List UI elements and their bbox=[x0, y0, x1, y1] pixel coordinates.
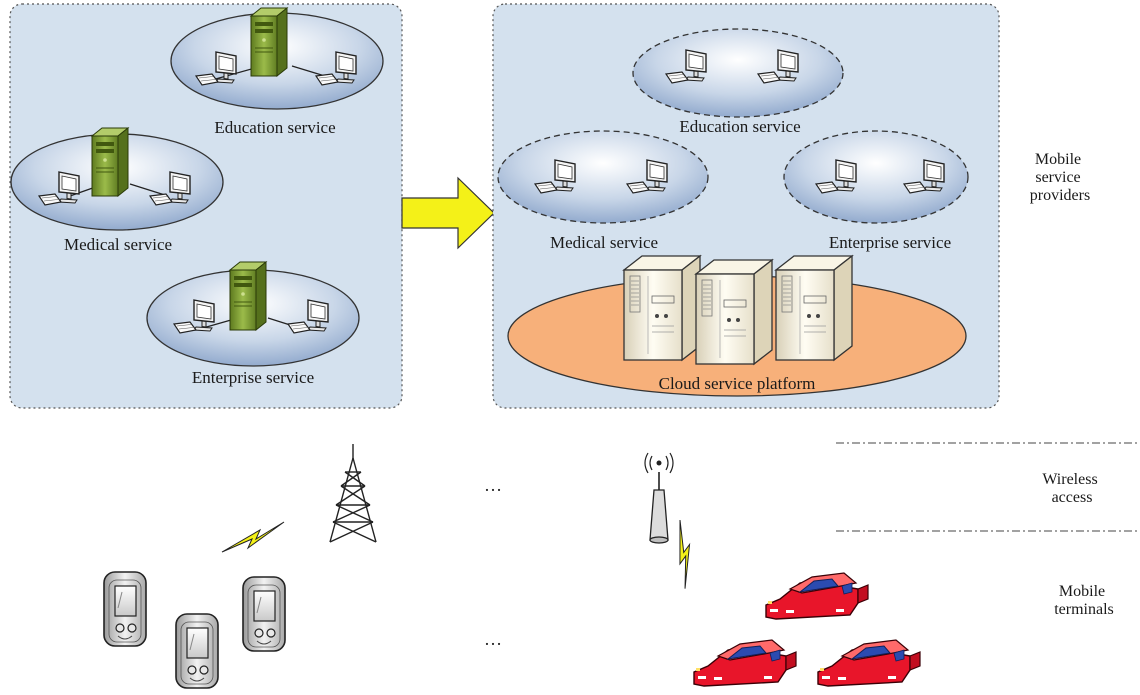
right-medical-cluster bbox=[497, 130, 709, 224]
car-icon bbox=[817, 639, 921, 687]
right-enterprise-cluster bbox=[783, 130, 969, 224]
rack-server-icon bbox=[623, 255, 701, 361]
car-icon bbox=[693, 639, 797, 687]
right-medical-label: Medical service bbox=[550, 233, 658, 252]
left-medical-cluster bbox=[10, 127, 224, 231]
ellipsis-upper: … bbox=[484, 475, 502, 495]
cloud-platform-label: Cloud service platform bbox=[659, 374, 816, 393]
pda-phone-icon bbox=[242, 576, 286, 652]
wireless-label: Wireless access bbox=[1042, 471, 1101, 506]
rack-server-icon bbox=[695, 259, 773, 365]
pda-phone-icon bbox=[103, 571, 147, 647]
cell-tower-icon bbox=[329, 444, 377, 543]
ellipsis-lower: … bbox=[484, 629, 502, 649]
left-education-cluster bbox=[170, 7, 384, 110]
server-icon bbox=[229, 261, 267, 331]
rack-server-icon bbox=[775, 255, 853, 361]
pda-phone-icon bbox=[175, 613, 219, 689]
left-education-label: Education service bbox=[214, 118, 335, 137]
access-point-icon bbox=[644, 452, 674, 544]
terminals-label: Mobile terminals bbox=[1054, 583, 1114, 618]
right-education-cluster bbox=[632, 28, 844, 118]
server-icon bbox=[250, 7, 288, 77]
server-icon bbox=[91, 127, 129, 197]
transition-arrow bbox=[401, 176, 495, 250]
right-enterprise-label: Enterprise service bbox=[829, 233, 951, 252]
left-enterprise-label: Enterprise service bbox=[192, 368, 314, 387]
car-icon bbox=[765, 572, 869, 620]
lightning-icon bbox=[221, 521, 285, 553]
providers-label: Mobile service providers bbox=[1030, 151, 1090, 204]
right-education-label: Education service bbox=[679, 117, 800, 136]
left-medical-label: Medical service bbox=[64, 235, 172, 254]
left-enterprise-cluster bbox=[146, 261, 360, 367]
